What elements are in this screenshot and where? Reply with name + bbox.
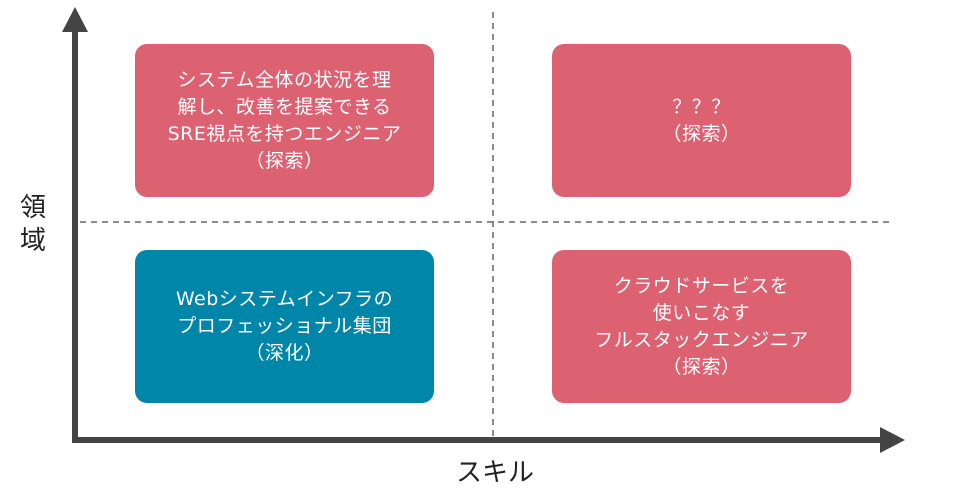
quadrant-text-line: ？？？	[672, 95, 731, 118]
quadrant-text-line: 使いこなす	[652, 301, 751, 324]
y-axis-label-char: 領	[19, 193, 46, 223]
x-axis-arrow	[880, 427, 905, 453]
quadrant-text-line: SRE視点を持つエンジニア	[167, 122, 402, 145]
x-axis-label: スキル	[455, 458, 534, 488]
quadrant-text-line: クラウドサービスを	[613, 274, 790, 297]
quadrant-text-line: 解し、改善を提案できる	[177, 95, 392, 118]
quadrant-text-line: フルスタックエンジニア	[594, 328, 809, 351]
y-axis-arrow	[62, 7, 88, 32]
y-axis-label: 領 域	[16, 192, 50, 258]
quadrant-status-label: （探索）	[662, 355, 741, 378]
quadrant-status-label: （探索）	[662, 122, 741, 145]
quadrant-bottom-right: クラウドサービスを 使いこなす フルスタックエンジニア （探索）	[552, 250, 851, 403]
quadrant-text-line: Webシステムインフラの	[175, 288, 394, 310]
quadrant-bottom-left: Webシステムインフラの プロフェッショナル集団 （深化）	[135, 250, 434, 403]
quadrant-top-left: システム全体の状況を理 解し、改善を提案できる SRE視点を持つエンジニア （探…	[135, 44, 434, 197]
quadrant-text-line: システム全体の状況を理	[177, 68, 392, 91]
quadrant-top-right: ？？？ （探索）	[552, 44, 851, 197]
quadrant-status-label: （深化）	[245, 342, 324, 364]
quadrant-text-line: プロフェッショナル集団	[177, 315, 392, 337]
y-axis-label-char: 域	[19, 226, 46, 256]
quadrant-status-label: （探索）	[245, 149, 324, 172]
